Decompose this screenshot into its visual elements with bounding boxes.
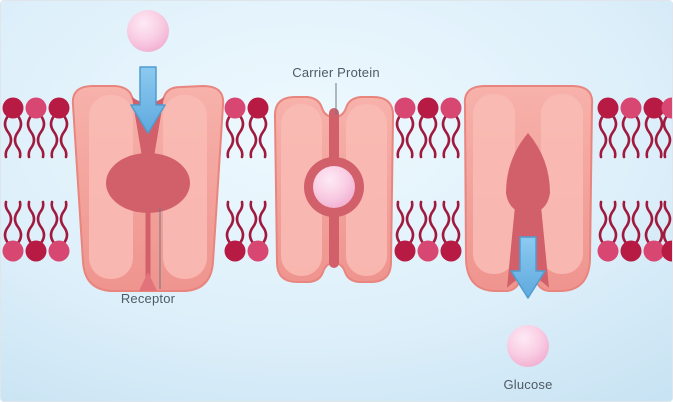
label-receptor: Receptor xyxy=(121,291,176,306)
label-carrier-protein: Carrier Protein xyxy=(292,65,380,80)
carrier-right-lobe xyxy=(346,104,387,276)
carrier-protein xyxy=(273,96,395,283)
down-arrow-glucose-exit xyxy=(510,236,546,299)
glucose-molecule xyxy=(507,325,549,367)
receptor-binding-site xyxy=(106,153,190,213)
channel-right-lobe xyxy=(541,94,583,274)
receptor-protein xyxy=(71,84,225,292)
carrier-left-lobe xyxy=(281,104,322,276)
molecule-in-carrier xyxy=(313,166,355,208)
label-glucose: Glucose xyxy=(503,377,552,392)
channel-core xyxy=(506,133,550,213)
down-arrow-into-receptor xyxy=(130,66,166,134)
receptor-bottom-notch xyxy=(139,272,157,291)
channel-left-lobe xyxy=(473,94,515,274)
molecule-above-receptor xyxy=(127,10,169,52)
